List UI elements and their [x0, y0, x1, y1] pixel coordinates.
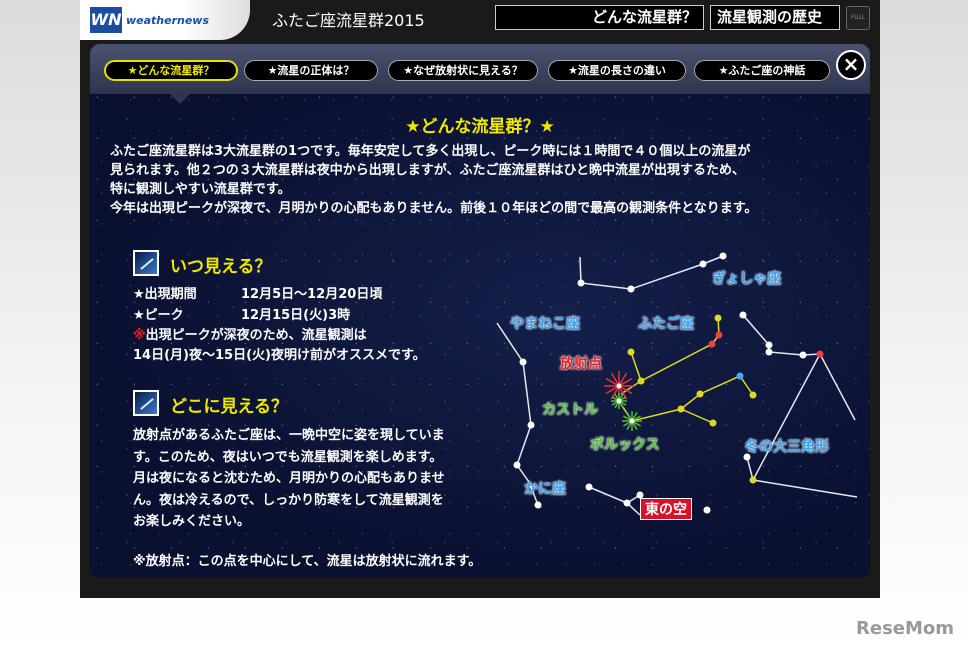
- constellation-line: [746, 456, 754, 481]
- nav-label: どんな流星群？: [591, 8, 697, 26]
- constellation-line: [751, 353, 858, 498]
- star: [743, 453, 751, 461]
- constellation-line: [496, 322, 539, 506]
- resemom-watermark: ReseMom: [856, 618, 955, 639]
- when-heading: いつ見える？: [170, 257, 272, 277]
- note-mark: ※: [133, 328, 146, 343]
- shooting-star-icon: [133, 250, 159, 276]
- star: [629, 418, 635, 424]
- star: [627, 285, 635, 293]
- tab-pointer: [170, 94, 190, 104]
- star: [513, 461, 521, 469]
- tab-identity[interactable]: ★流星の正体は？: [244, 60, 378, 81]
- star: [699, 260, 707, 268]
- constellation-line: [742, 314, 856, 421]
- note-line: 14日(月)夜〜15日(火)夜明け前がオススメです。: [133, 348, 426, 363]
- star: [623, 499, 631, 507]
- star: [696, 390, 704, 398]
- where-line: 放射点があるふたご座は、一晩中空に姿を現していま: [133, 428, 445, 443]
- star: [765, 348, 773, 356]
- label-auriga: ぎょしゃ座: [712, 271, 782, 287]
- peak-label: ★ピーク: [133, 308, 184, 323]
- star: [708, 340, 716, 348]
- tab-length[interactable]: ★流星の長さの違い: [548, 60, 686, 81]
- section-heading: ★どんな流星群？★: [405, 117, 555, 137]
- label-east-sky: 東の空: [640, 498, 692, 520]
- star: [749, 391, 757, 399]
- label-winter-triangle: 冬の大三角形: [745, 439, 829, 455]
- where-text: 放射点があるふたご座は、一晩中空に姿を現していま す。このため、夜はいつでも流星…: [133, 425, 445, 533]
- where-heading: どこに見える？: [170, 397, 288, 417]
- period-value: 12月5日〜12月20日頃: [241, 287, 383, 302]
- star: [585, 483, 593, 491]
- peak-value: 12月15日(火)3時: [241, 308, 351, 323]
- page-title: ふたご座流星群2015: [272, 11, 425, 30]
- star: [627, 348, 635, 356]
- intro-line: 特に観測しやすい流星群です。: [110, 182, 291, 197]
- star: [799, 351, 807, 359]
- nav-what-meteor-shower[interactable]: どんな流星群？: [495, 5, 704, 30]
- label-castor: カストル: [542, 402, 598, 418]
- star: [534, 501, 542, 509]
- weathernews-logo[interactable]: WN weathernews: [80, 0, 250, 40]
- star: [636, 491, 644, 499]
- footnote: ※放射点：この点を中心にして、流星は放射状に流れます。: [133, 554, 482, 569]
- logo-text: weathernews: [126, 14, 210, 27]
- label-lynx: やまねこ座: [510, 316, 580, 332]
- star: [577, 279, 585, 287]
- label-radiant: 放射点: [560, 356, 602, 372]
- constellation-line: [620, 380, 642, 395]
- star: [703, 506, 711, 514]
- tab-radiant[interactable]: ★なぜ放射状に見える？: [388, 60, 538, 81]
- period-label: ★出現期間: [133, 287, 197, 302]
- where-line: お楽しみください。: [133, 514, 251, 529]
- tab-bar: ★どんな流星群？ ★流星の正体は？ ★なぜ放射状に見える？ ★流星の長さの違い …: [90, 44, 870, 94]
- star: [749, 476, 757, 484]
- star: [637, 377, 645, 385]
- star: [527, 421, 535, 429]
- star: [616, 383, 622, 389]
- close-icon[interactable]: ×: [836, 50, 866, 80]
- star-map: [496, 252, 858, 516]
- logo-mark: WN: [90, 7, 122, 33]
- star: [736, 372, 744, 380]
- star: [739, 311, 747, 319]
- intro-text: ふたご座流星群は3大流星群の1つです。毎年安定して多く出現し、ピーク時には１時間…: [110, 142, 870, 218]
- label-gemini: ふたご座: [638, 316, 694, 332]
- star: [709, 419, 717, 427]
- star: [616, 398, 622, 404]
- intro-line: 見られます。他２つの３大流星群は夜中から出現しますが、ふたご座流星群はひと晩中流…: [110, 163, 746, 178]
- star: [714, 314, 722, 322]
- where-line: ん。夜は冷えるので、しっかり防寒をして流星観測を: [133, 492, 444, 508]
- tab-myth[interactable]: ★ふたご座の神話: [694, 60, 830, 81]
- nav-history[interactable]: 流星観測の歴史: [710, 5, 840, 30]
- star: [715, 331, 723, 339]
- where-line: 月は夜になると沈むため、月明かりの心配もありませ: [133, 471, 445, 486]
- shooting-star-icon: [133, 390, 159, 416]
- star: [816, 350, 824, 358]
- star: [519, 358, 527, 366]
- when-details: ★出現期間 12月5日〜12月20日頃 ★ピーク 12月15日(火)3時 ※出現ピー…: [133, 284, 426, 366]
- star: [765, 341, 773, 349]
- constellation-line: [588, 486, 641, 504]
- constellation-line: [680, 408, 714, 424]
- content-panel: ★どんな流星群？ ★流星の正体は？ ★なぜ放射状に見える？ ★流星の長さの違い …: [90, 44, 870, 578]
- star: [677, 405, 685, 413]
- note-line: 出現ピークが深夜のため、流星観測は: [145, 328, 367, 343]
- intro-line: 今年は出現ピークが深夜で、月明かりの心配もありません。前後１０年ほどの間で最高の…: [110, 201, 758, 216]
- fullscreen-button[interactable]: FULL: [846, 6, 870, 30]
- label-cancer: かに座: [524, 481, 566, 497]
- intro-line: ふたご座流星群は3大流星群の1つです。毎年安定して多く出現し、ピーク時には１時間…: [110, 144, 751, 159]
- label-pollux: ポルックス: [590, 437, 660, 453]
- tab-what[interactable]: ★どんな流星群？: [104, 60, 238, 81]
- where-line: す。このため、夜はいつでも流星観測を楽しめます。: [133, 449, 443, 465]
- star: [719, 252, 727, 260]
